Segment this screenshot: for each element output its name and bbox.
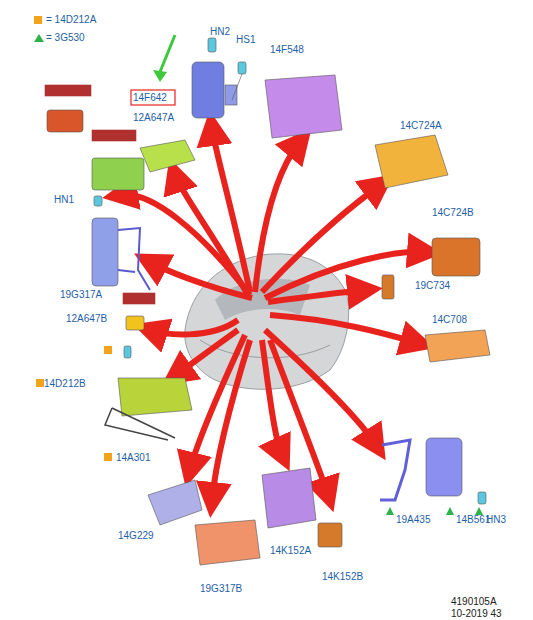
figure-id: 10-2019 43 [451,608,502,620]
part-number: 19C734 [415,280,450,292]
part-number: 14F642 [133,92,167,104]
legend-text: = 3G530 [46,32,85,44]
part-number: HN2 [210,26,230,38]
part-number: 12A647A [133,112,174,124]
part-number: 14C724A [400,120,442,132]
legend-swatch [34,16,42,24]
part-number: 19G317B [200,583,242,595]
part-number: 12A647B [66,313,107,325]
part-number: 19A435 [396,514,430,526]
part-number: 14F548 [270,44,304,56]
part-number: 14B561 [456,514,490,526]
part-number: 14K152B [322,571,363,583]
part-number: 14C708 [432,314,467,326]
legend-triangle [34,33,44,43]
figure-id: 4190105A [451,596,497,608]
modules [36,35,490,565]
part-number: 14A301 [116,452,150,464]
location-arrows [120,128,425,500]
legend-text: = 14D212A [46,14,96,26]
part-number: HN3 [486,514,506,526]
part-number: 14C724B [432,207,474,219]
part-number: 19G317A [60,289,102,301]
part-number: HN1 [54,194,74,206]
part-number: 14G229 [118,530,154,542]
part-number: HS1 [236,34,255,46]
part-number: 14D212B [44,378,86,390]
part-number: 14K152A [270,545,311,557]
